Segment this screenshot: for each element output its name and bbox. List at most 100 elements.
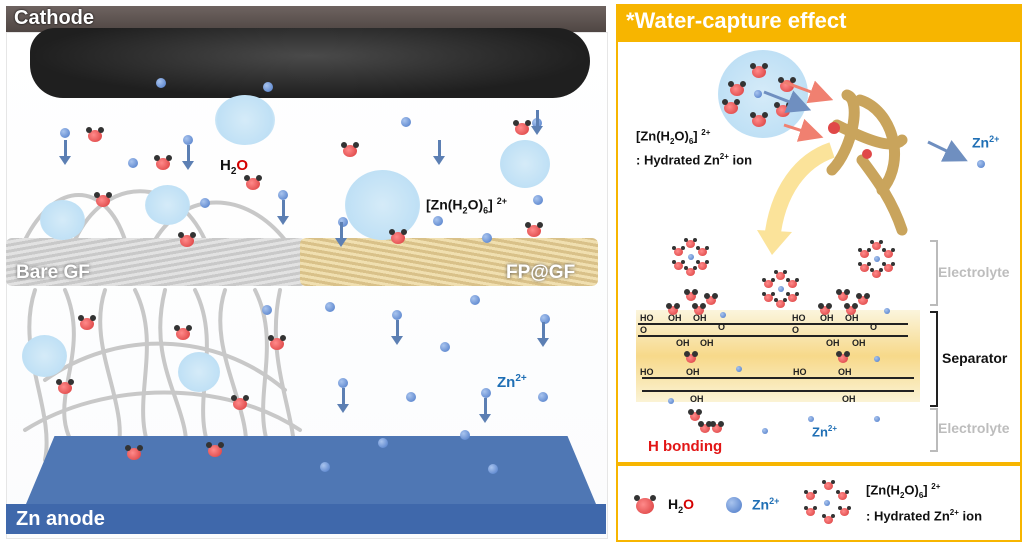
water-label: H2O bbox=[220, 157, 249, 177]
hydroxyl-group: HO bbox=[793, 367, 807, 377]
electrolyte-bracket bbox=[930, 240, 938, 306]
hydrated-zn-complex bbox=[858, 240, 896, 278]
legend-hydrated-description: : Hydrated Zn2+ ion bbox=[866, 508, 983, 524]
water-molecule bbox=[513, 120, 531, 135]
cathode-material bbox=[30, 28, 590, 98]
zn-ion bbox=[482, 233, 492, 243]
hydrated-complex-label: [Zn(H2O)6] 2+ bbox=[636, 128, 711, 146]
hydrated-zn-cloud bbox=[40, 200, 85, 240]
ether-group: O bbox=[792, 325, 800, 335]
water-molecule bbox=[178, 232, 196, 247]
bonded-water bbox=[818, 303, 832, 315]
electrolyte-top-label: Electrolyte bbox=[938, 264, 1010, 280]
water-molecule bbox=[244, 175, 262, 190]
down-arrow-icon bbox=[537, 322, 549, 347]
legend bbox=[616, 464, 1022, 542]
hydrated-complex-label: [Zn(H2O)6] 2+ bbox=[426, 196, 507, 216]
water-molecule bbox=[231, 395, 249, 410]
water-molecule-icon bbox=[634, 495, 656, 514]
zn-ion bbox=[736, 366, 742, 372]
panel-title-bar bbox=[616, 4, 1022, 42]
bonded-water bbox=[844, 303, 858, 315]
blue-arrow-icon bbox=[763, 90, 812, 113]
fiber-bundle-icon bbox=[826, 89, 908, 236]
bonded-water bbox=[836, 289, 850, 301]
zn-ion bbox=[481, 388, 491, 398]
hydrated-zn-cloud bbox=[145, 185, 190, 225]
ether-group: O bbox=[870, 322, 878, 332]
hydroxyl-group: OH bbox=[838, 367, 852, 377]
down-arrow-icon bbox=[531, 110, 543, 135]
bonded-water bbox=[856, 293, 870, 305]
water-molecule bbox=[750, 112, 768, 127]
zn-ion bbox=[60, 128, 70, 138]
cathode-current-collector bbox=[6, 6, 606, 32]
zn-ion bbox=[884, 308, 890, 314]
bonded-water bbox=[836, 351, 850, 363]
hydrated-zn-cloud bbox=[345, 170, 420, 240]
zn-ion-icon bbox=[726, 497, 742, 513]
hydroxyl-group: HO bbox=[640, 367, 654, 377]
zn-ion bbox=[762, 428, 768, 434]
zn-ion bbox=[338, 217, 348, 227]
red-arrow-icon bbox=[783, 80, 834, 104]
water-molecule bbox=[341, 142, 359, 157]
hydrated-zn-cloud bbox=[215, 95, 275, 145]
zn-ion bbox=[470, 295, 480, 305]
polymer-chain bbox=[642, 390, 914, 392]
polymer-chain bbox=[638, 335, 908, 337]
battery-schematic-panel: Cathode Bare GF FP@GF Zn anode bbox=[6, 6, 608, 539]
ether-group: O bbox=[640, 325, 648, 335]
zn-ion bbox=[533, 195, 543, 205]
cathode-label: Cathode bbox=[14, 7, 94, 29]
zn-ion bbox=[320, 462, 330, 472]
water-molecule bbox=[750, 63, 768, 78]
bonded-water bbox=[684, 351, 698, 363]
zn-ion bbox=[874, 416, 880, 422]
down-arrow-icon bbox=[479, 398, 491, 423]
hydroxyl-group: OH bbox=[686, 367, 700, 377]
zn-ion bbox=[433, 216, 443, 226]
bonded-water bbox=[688, 409, 702, 421]
bare-gf-label: Bare GF bbox=[16, 262, 90, 283]
zn-ion bbox=[278, 190, 288, 200]
separator-label: Separator bbox=[942, 350, 1008, 366]
zn-ion bbox=[325, 302, 335, 312]
zn-ion-label: Zn2+ bbox=[972, 134, 1000, 151]
red-arrow-icon bbox=[783, 118, 824, 142]
zn-anode-front bbox=[6, 504, 606, 534]
water-molecule bbox=[722, 99, 740, 114]
hydroxyl-group: HO bbox=[792, 313, 806, 323]
zn-ion bbox=[392, 310, 402, 320]
zn-ion bbox=[808, 416, 814, 422]
zn-ion bbox=[263, 82, 273, 92]
hydroxyl-group: OH bbox=[845, 313, 859, 323]
water-molecule bbox=[86, 127, 104, 142]
down-arrow-icon bbox=[277, 200, 289, 225]
panel-title: *Water-capture effect bbox=[626, 8, 847, 33]
hydrated-zn-cloud bbox=[22, 335, 67, 377]
separator-bracket bbox=[930, 311, 938, 407]
legend-complex-label: [Zn(H2O)6] 2+ bbox=[866, 482, 941, 500]
blue-arrow-icon bbox=[927, 139, 968, 162]
water-molecule bbox=[94, 192, 112, 207]
zn-ion-label: Zn2+ bbox=[812, 424, 838, 440]
zn-ion bbox=[378, 438, 388, 448]
bonded-water bbox=[698, 421, 712, 433]
hydrated-zn-complex bbox=[672, 238, 710, 276]
separator-layer bbox=[636, 310, 920, 402]
water-molecule bbox=[389, 229, 407, 244]
zn-ion bbox=[406, 392, 416, 402]
water-molecule bbox=[206, 442, 224, 457]
zn-ion bbox=[874, 356, 880, 362]
zn-ion bbox=[401, 117, 411, 127]
hydrated-zn-cloud bbox=[178, 352, 220, 392]
down-arrow-icon bbox=[59, 140, 71, 165]
hydrated-zn-cloud bbox=[500, 140, 550, 188]
zn-anode-surface bbox=[26, 436, 596, 504]
zn-anode-label: Zn anode bbox=[16, 508, 105, 530]
hydroxyl-group: OH bbox=[842, 394, 856, 404]
hydroxyl-group: OH bbox=[693, 313, 707, 323]
electrolyte-bracket bbox=[930, 408, 938, 452]
zn-ion bbox=[668, 398, 674, 404]
